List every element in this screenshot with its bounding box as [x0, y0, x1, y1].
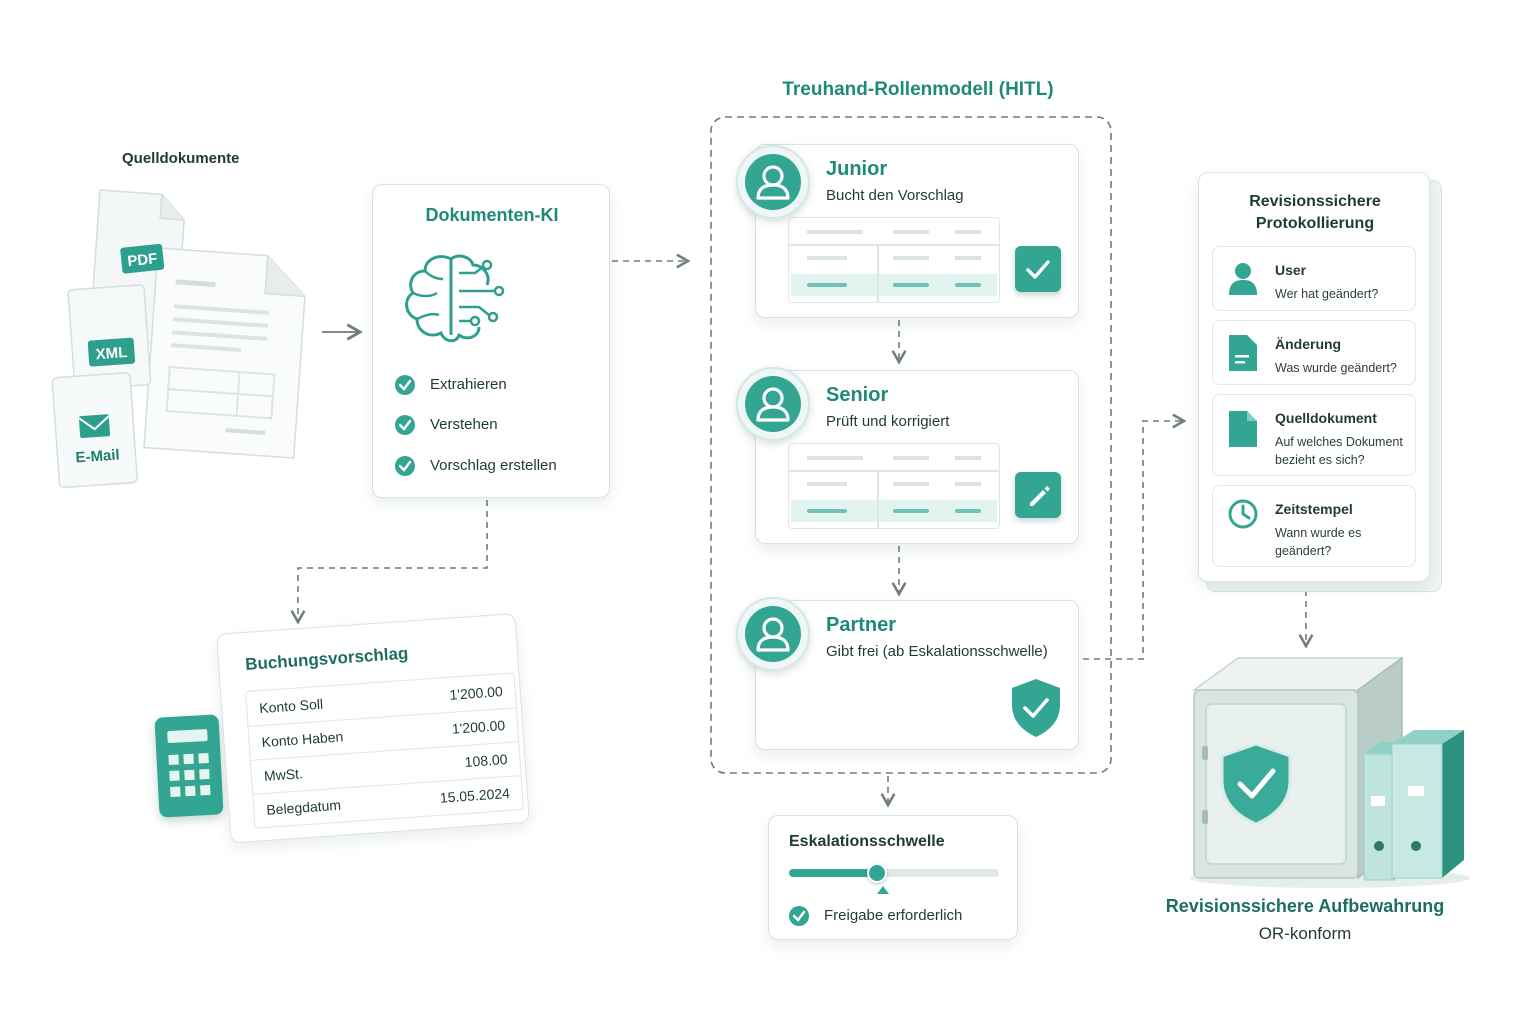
brain-circuit-icon	[405, 254, 505, 343]
binder-icon	[1391, 730, 1464, 879]
proposal-card: Buchungsvorschlag Konto Soll 1'200.00 Ko…	[216, 613, 530, 844]
roles-frame	[710, 116, 1112, 774]
triangle-marker-icon	[877, 886, 890, 894]
check-icon	[395, 415, 415, 435]
user-icon	[756, 165, 790, 200]
user-icon	[1229, 263, 1257, 295]
role-name: Senior	[826, 384, 889, 406]
archive-subtitle: OR-konform	[1258, 924, 1352, 943]
role-desc: Bucht den Vorschlag	[826, 187, 964, 204]
roles-title: Treuhand-Rollenmodell (HITL)	[782, 79, 1054, 100]
protocol-item-source: Quelldokument Auf welches Dokument bezie…	[1212, 394, 1416, 476]
document-icon	[1229, 335, 1257, 371]
protocol-item-user: User Wer hat geändert?	[1212, 246, 1416, 311]
safe-archive-illustration	[1190, 656, 1470, 888]
mini-table	[788, 217, 1000, 303]
slider-handle[interactable]	[867, 863, 888, 883]
protocol-title: Revisionssichere Protokollierung	[1249, 193, 1381, 232]
threshold-card: Eskalationsschwelle Freigabe erforderlic…	[768, 815, 1018, 940]
mini-table	[788, 443, 1000, 529]
user-icon	[756, 387, 790, 422]
check-icon	[789, 906, 809, 926]
ai-title: Dokumenten-KI	[425, 205, 559, 225]
threshold-title: Eskalationsschwelle	[789, 833, 945, 850]
role-desc: Gibt frei (ab Eskalationsschwelle)	[826, 643, 1048, 660]
check-icon	[1015, 246, 1061, 292]
shield-check-icon	[1220, 742, 1292, 826]
xml-label: XML	[95, 344, 128, 363]
role-name: Junior	[826, 158, 888, 180]
proposal-table: Konto Soll 1'200.00 Konto Haben 1'200.00…	[245, 672, 525, 829]
protocol-item-timestamp: Zeitstempel Wann wurde es geändert?	[1212, 485, 1416, 567]
archive-title: Revisionssichere Aufbewahrung	[1165, 896, 1445, 916]
role-desc: Prüft und korrigiert	[826, 413, 950, 430]
clock-icon	[1228, 499, 1258, 529]
check-icon	[395, 375, 415, 395]
arrow-ai-to-proposal	[290, 500, 488, 625]
pencil-icon	[1015, 472, 1061, 518]
arrow-partner-to-protocol	[1083, 413, 1187, 660]
avatar-senior	[736, 367, 810, 441]
source-documents-illustration: PDF XML E-Mail	[51, 189, 306, 489]
file-icon	[1229, 411, 1257, 447]
avatar-junior	[736, 145, 810, 219]
check-icon	[395, 456, 415, 476]
sources-title: Quelldokumente	[122, 150, 240, 167]
proposal-title: Buchungsvorschlag	[244, 643, 409, 675]
avatar-partner	[736, 597, 810, 671]
threshold-slider[interactable]	[789, 863, 999, 894]
protocol-item-change: Änderung Was wurde geändert?	[1212, 320, 1416, 385]
user-icon	[756, 617, 790, 652]
calculator-icon	[154, 714, 224, 818]
ai-card: Dokumenten-KI Extrahieren Verstehen Vors…	[372, 184, 610, 498]
email-label: E-Mail	[75, 446, 120, 466]
pdf-label: PDF	[127, 250, 159, 270]
role-name: Partner	[826, 614, 897, 636]
shield-check-icon	[1012, 679, 1060, 737]
